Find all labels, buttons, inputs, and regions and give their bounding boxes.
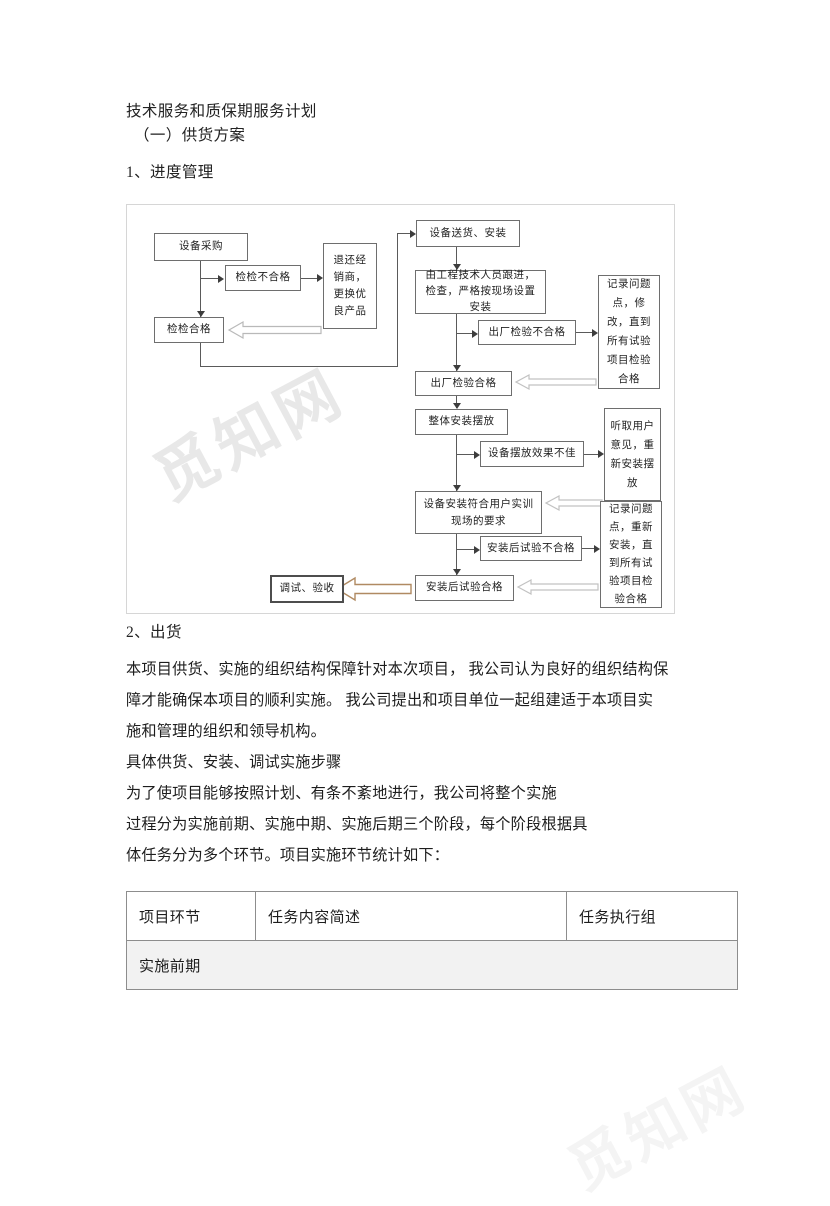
connector-factory-pass-down	[456, 396, 458, 408]
feedback-arrow-record2-to-post-pass	[516, 578, 599, 596]
flow-node-inspection-fail: 检检不合格	[225, 265, 301, 291]
connector-fail-to-return	[301, 277, 317, 279]
arrowhead-to-return-dealer	[317, 274, 323, 282]
arrowhead-to-placement-poor	[474, 450, 480, 459]
connector-post-fail-to-record2	[582, 548, 594, 550]
document-page: 技术服务和质保期服务计划 （一）供货方案 1、进度管理 觅知网 设备采购 检检不…	[126, 100, 760, 1204]
arrowhead-to-post-install-pass	[453, 569, 461, 575]
flow-node-factory-test-pass: 出厂检验合格	[415, 371, 512, 396]
table-header-project-stage: 项目环节	[126, 891, 256, 941]
doc-title-line-1: 技术服务和质保期服务计划	[126, 103, 317, 120]
arrowhead-to-meets-requirement	[453, 485, 461, 491]
flow-node-commission-accept: 调试、验收	[270, 575, 344, 603]
flow-node-return-to-dealer: 退还经销商，更换优良产品	[323, 243, 377, 329]
arrowhead-to-record-issue-1	[592, 328, 598, 337]
paragraph-3-line-2: 过程分为实施前期、实施中期、实施后期三个阶段，每个阶段根据具	[126, 816, 588, 833]
accent-arrow-to-commission	[335, 576, 412, 602]
arrowhead-to-listen-user	[598, 450, 604, 458]
arrowhead-to-inspection-fail	[218, 275, 224, 283]
progress-management-flowchart: 觅知网 设备采购 检检不合格 退还经销商，更换优良产品 检检合格	[126, 204, 675, 614]
flow-node-meets-requirement: 设备安装符合用户实训现场的要求	[415, 491, 542, 534]
section-heading-1: 1、进度管理	[126, 164, 214, 181]
connector-up-to-delivery	[396, 233, 398, 366]
arrowhead-to-delivery-install	[410, 229, 416, 238]
table-row-group-early-stage: 实施前期	[126, 940, 738, 990]
feedback-arrow-listen-to-meets	[544, 494, 603, 512]
connector-meets-to-post-fail	[456, 549, 474, 551]
implementation-stages-table: 项目环节 任务内容简述 任务执行组 实施前期	[126, 891, 738, 990]
flow-node-equipment-purchase: 设备采购	[154, 233, 248, 261]
connector-poor-to-listen	[584, 453, 598, 455]
connector-overall-to-poor	[456, 454, 474, 456]
doc-title-line-2: （一）供货方案	[134, 127, 246, 144]
connector-purchase-to-fail	[200, 278, 218, 280]
connector-engineer-to-factory-fail	[456, 333, 472, 335]
connector-pass-down	[200, 343, 202, 367]
flow-node-listen-user: 听取用户意见，重新安装摆放	[604, 408, 661, 501]
arrowhead-to-factory-test-fail	[472, 329, 478, 338]
arrowhead-to-overall-install	[453, 403, 461, 409]
flow-node-record-issue-1: 记录问题点，修改，直到所有试验项目检验合格	[598, 275, 660, 389]
flow-node-placement-poor: 设备摆放效果不佳	[480, 441, 584, 467]
feedback-arrow-return-to-pass	[227, 320, 322, 340]
document-text-body-lower: 2、出货 本项目供货、实施的组织结构保障针对本次项目， 我公司认为良好的组织结构…	[126, 622, 742, 871]
table-header-row: 项目环节 任务内容简述 任务执行组	[126, 891, 738, 941]
connector-factory-fail-to-record	[576, 332, 592, 334]
flow-node-record-issue-2: 记录问题点，重新安装，直到所有试验项目检验合格	[600, 501, 662, 608]
connector-into-delivery	[396, 233, 411, 235]
connector-overall-down	[456, 435, 458, 491]
table-cell-group-label: 实施前期	[126, 940, 738, 990]
watermark-page-bottom: 觅知网	[557, 1053, 760, 1204]
paragraph-3-line-3: 体任务分为多个环节。项目实施环节统计如下：	[126, 847, 450, 864]
flow-node-engineer-followup: 由工程技术人员跟进，检查，严格按现场设置安装	[415, 270, 546, 314]
paragraph-1-line-1: 本项目供货、实施的组织结构保障针对本次项目， 我公司认为良好的组织结构保	[126, 661, 669, 678]
flow-node-post-install-fail: 安装后试验不合格	[480, 536, 582, 561]
connector-engineer-down	[456, 314, 458, 371]
arrowhead-to-factory-test-pass	[453, 365, 461, 371]
table-header-task-description: 任务内容简述	[255, 891, 567, 941]
document-text-body: 技术服务和质保期服务计划 （一）供货方案 1、进度管理	[126, 100, 742, 184]
paragraph-2-line-1: 具体供货、安装、调试实施步骤	[126, 754, 342, 771]
table-header-execution-group: 任务执行组	[566, 891, 738, 941]
arrowhead-to-record-issue-2	[594, 544, 600, 553]
connector-purchase-down	[200, 261, 202, 317]
flow-node-inspection-pass: 检检合格	[154, 317, 224, 343]
feedback-arrow-record1-to-factory-pass	[514, 373, 597, 391]
connector-pass-right	[200, 365, 398, 367]
connector-delivery-down	[456, 247, 458, 270]
arrowhead-to-engineer-followup	[453, 264, 461, 270]
section-heading-2: 2、出货	[126, 624, 182, 641]
flow-node-factory-test-fail: 出厂检验不合格	[478, 320, 576, 345]
flow-node-delivery-install: 设备送货、安装	[416, 220, 520, 247]
arrowhead-to-post-install-fail	[474, 545, 480, 554]
arrowhead-to-inspection-pass	[197, 311, 205, 317]
connector-meets-down	[456, 534, 458, 575]
paragraph-1-line-3: 施和管理的组织和领导机构。	[126, 723, 327, 740]
paragraph-1-line-2: 障才能确保本项目的顺利实施。 我公司提出和项目单位一起组建适于本项目实	[126, 692, 654, 709]
flow-node-post-install-pass: 安装后试验合格	[415, 575, 514, 601]
watermark-flowchart: 觅知网	[142, 354, 357, 515]
flow-node-overall-install: 整体安装摆放	[415, 409, 508, 435]
paragraph-3-line-1: 为了使项目能够按照计划、有条不紊地进行，我公司将整个实施	[126, 785, 557, 802]
